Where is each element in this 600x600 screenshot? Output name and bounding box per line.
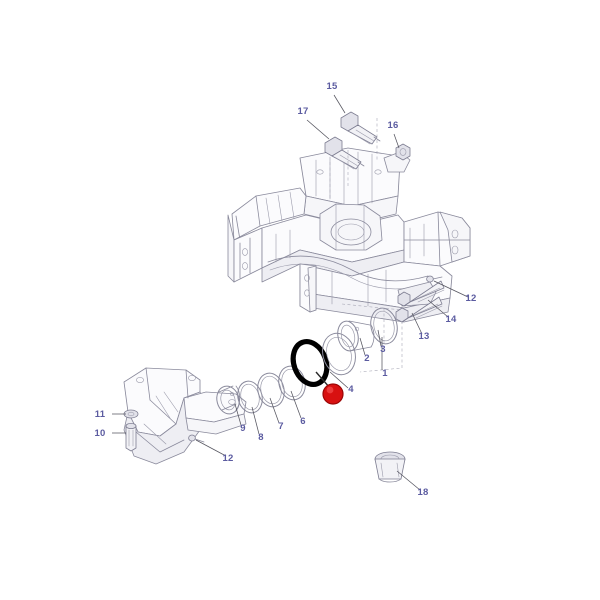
leader-line-6 (290, 390, 302, 419)
leader-line-8 (251, 406, 260, 435)
part-9-bushing-sleeve (216, 385, 241, 415)
part-17-hex-bolt (324, 136, 365, 170)
part-11-washer (123, 409, 139, 419)
callout-number-12: 12 (466, 293, 477, 304)
part-2-bearing-sleeve (337, 320, 375, 352)
leader-line-18 (396, 470, 421, 491)
leader-line-15 (333, 94, 346, 114)
highlight-marker (315, 371, 344, 405)
left-support-bracket (123, 367, 247, 465)
part-12-cap-screw-left (188, 434, 205, 443)
callout-number-10: 10 (95, 428, 106, 439)
leader-line-4 (329, 371, 349, 389)
callout-number-3: 3 (380, 344, 385, 355)
leader-line-12 (433, 280, 469, 298)
callout-number-7: 7 (278, 421, 283, 432)
callout-number-9: 9 (240, 423, 245, 434)
callout-number-13: 13 (419, 331, 430, 342)
seal-ring-stack (216, 303, 403, 415)
callout-leader-lines (112, 94, 469, 491)
leader-line-9 (234, 403, 242, 426)
callout-number-18: 18 (418, 487, 429, 498)
part-4-o-ring-highlighted (290, 339, 330, 387)
callout-number-11: 11 (95, 409, 106, 420)
part-16-hex-nut (395, 143, 411, 161)
callout-number-16: 16 (388, 120, 399, 131)
part-3-retaining-ring (370, 307, 398, 345)
leader-line-2 (359, 337, 366, 356)
leader-line-7 (269, 397, 280, 424)
callout-number-12: 12 (223, 453, 234, 464)
leader-line-12 (195, 439, 227, 457)
part-7-seal-ring-middle (257, 372, 285, 408)
part-15-hex-bolt (340, 111, 381, 145)
part-12-cap-screw-right (426, 275, 443, 283)
upper-bolts-group (324, 111, 411, 200)
part-1-frame-outline (359, 310, 403, 373)
leader-line-16 (393, 133, 400, 149)
callout-number-8: 8 (258, 432, 263, 443)
leader-line-3 (377, 329, 382, 347)
left-small-parts-group (123, 409, 205, 452)
part-10-dowel-pin (125, 422, 137, 452)
callout-number-14: 14 (446, 314, 457, 325)
callout-number-1: 1 (382, 368, 388, 379)
main-housing-casting (227, 147, 471, 323)
callout-number-6: 6 (300, 416, 305, 427)
callout-number-15: 15 (327, 81, 338, 92)
callout-number-17: 17 (298, 106, 309, 117)
part-14-long-bolt (397, 280, 445, 307)
leader-line-13 (411, 312, 423, 335)
callout-number-2: 2 (364, 353, 369, 364)
leader-line-14 (427, 299, 449, 318)
leader-line-17 (306, 119, 330, 140)
callout-number-4: 4 (348, 384, 354, 395)
part-18-bushing-plug (374, 451, 406, 483)
